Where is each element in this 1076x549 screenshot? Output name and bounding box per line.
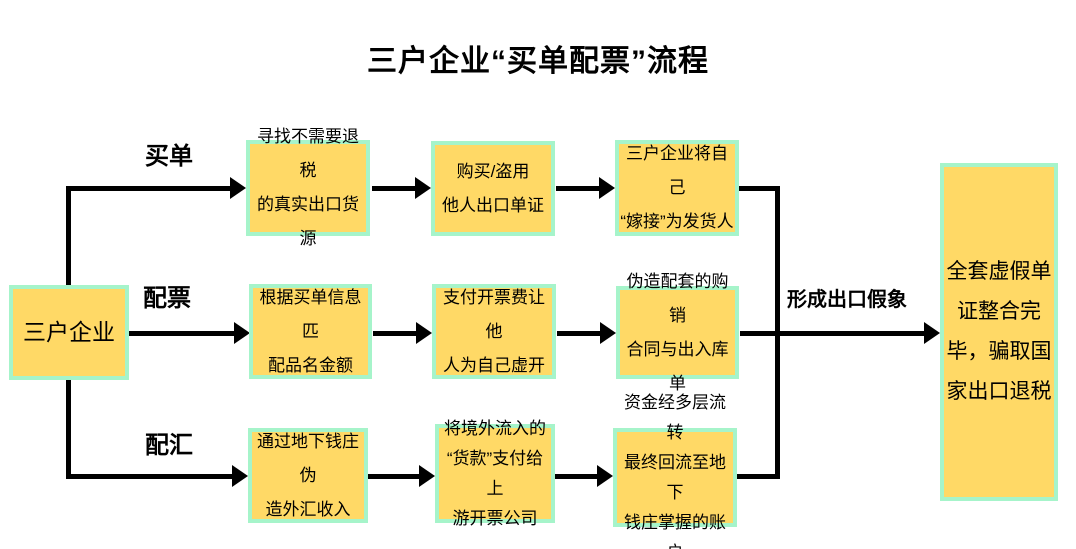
result-node: 全套虚假单 证整合完 毕，骗取国 家出口退税 (940, 163, 1058, 501)
step-node-buy-3: 三户企业将自己 “嫁接”为发货人 (615, 140, 739, 236)
step-node-invoice-2: 支付开票费让他 人为自己虚开 (432, 284, 556, 379)
step-node-forex-3: 资金经多层流转 最终回流至地下 钱庄掌握的账户 (613, 393, 737, 549)
step-text: 三户企业将自己 “嫁接”为发货人 (620, 144, 734, 231)
connector-branch3-step2-3 (555, 474, 597, 479)
step-text: 将境外流入的 “货款”支付给上 游开票公司 (444, 418, 546, 528)
connector-merge-bottom (737, 474, 780, 479)
step-text: 购买/盗用 他人出口单证 (442, 161, 544, 215)
connector-branch1-start (66, 186, 230, 191)
arrowhead (600, 322, 616, 344)
branch-label-match-forex: 配汇 (145, 432, 193, 459)
step-node-buy-1: 寻找不需要退税 的真实出口货源 (246, 127, 370, 248)
arrowhead (415, 177, 431, 199)
step-node-invoice-3: 伪造配套的购销 合同与出入库单 (616, 272, 739, 393)
connector-branch2-step1-2 (373, 331, 416, 336)
diagram-title: 三户企业“买单配票”流程 (367, 45, 709, 78)
arrowhead (416, 322, 432, 344)
connector-to-result (740, 331, 924, 336)
source-node: 三户企业 (9, 285, 129, 380)
merge-label: 形成出口假象 (787, 289, 907, 311)
result-node-label: 全套虚假单 证整合完 毕，骗取国 家出口退税 (946, 260, 1052, 403)
arrowhead (597, 465, 613, 487)
step-text: 寻找不需要退税 的真实出口货源 (257, 127, 359, 248)
arrowhead (232, 465, 248, 487)
step-text: 根据买单信息匹 配品名金额 (259, 287, 362, 375)
step-node-invoice-1: 根据买单信息匹 配品名金额 (249, 284, 372, 379)
step-node-forex-2: 将境外流入的 “货款”支付给上 游开票公司 (435, 419, 555, 528)
connector-merge-top (739, 186, 780, 191)
step-text: 支付开票费让他 人为自己虚开 (443, 287, 545, 375)
step-node-buy-2: 购买/盗用 他人出口单证 (431, 141, 555, 236)
connector-branch1-step1-2 (372, 186, 415, 191)
connector-branch2-step2-3 (557, 331, 600, 336)
connector-branch1-step2-3 (556, 186, 599, 191)
branch-label-buy-order: 买单 (145, 143, 193, 170)
arrowhead (419, 465, 435, 487)
step-node-forex-1: 通过地下钱庄伪 造外汇收入 (248, 428, 368, 523)
connector-branch3-step1-2 (368, 474, 419, 479)
source-node-label: 三户企业 (23, 319, 115, 346)
step-text: 通过地下钱庄伪 造外汇收入 (257, 431, 359, 519)
step-text: 伪造配套的购销 合同与出入库单 (626, 271, 729, 393)
arrowhead (230, 177, 246, 199)
connector-branch2-start (128, 331, 234, 336)
arrowhead (924, 322, 940, 344)
connector-branch3-start (66, 474, 232, 479)
arrowhead (599, 177, 615, 199)
step-text: 资金经多层流转 最终回流至地下 钱庄掌握的账户 (624, 392, 726, 549)
branch-label-match-invoice: 配票 (143, 285, 191, 312)
arrowhead (234, 322, 250, 344)
